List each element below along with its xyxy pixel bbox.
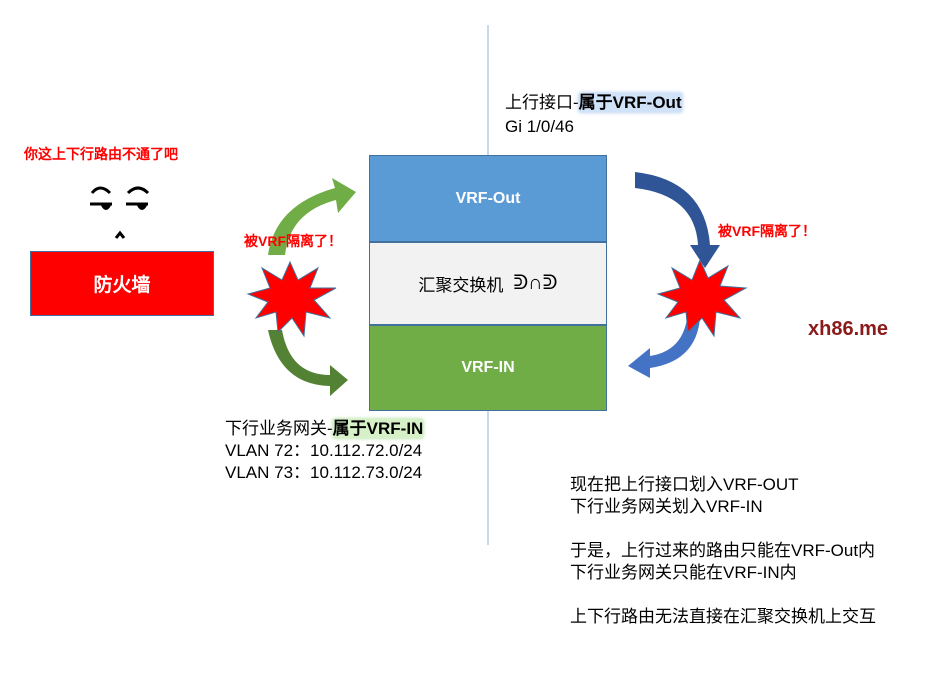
note-line [570,584,876,606]
uplink-label: 上行接口-属于VRF-Out [505,92,682,114]
smug-face-icon [90,186,150,239]
switch-box: 汇聚交换机 ᕲ∩ᕲ [369,242,607,325]
isolated-label-right: 被VRF隔离了！ [718,223,816,239]
downlink-prefix: 下行业务网关- [225,419,333,438]
note-line: 现在把上行接口划入VRF-OUT [570,475,799,494]
note-line: 于是，上行过来的路由只能在VRF-Out内 [570,541,876,560]
note-line: 下行业务网关划入VRF-IN [570,497,763,516]
arrow-up-left [268,178,356,255]
arrow-up-right [628,300,701,378]
explosion-right [656,258,748,338]
arrow-down-left [268,330,348,396]
vlan-73: VLAN 73：10.112.73.0/24 [225,463,423,482]
notes: 现在把上行接口划入VRF-OUT 下行业务网关划入VRF-IN 于是，上行过来的… [570,474,876,628]
watermark: xh86.me [808,318,889,340]
vlan-72: VLAN 72：10.112.72.0/24 [225,441,423,460]
isolated-label-left: 被VRF隔离了！ [244,233,342,249]
note-line: 下行业务网关只能在VRF-IN内 [570,563,797,582]
vrf-in-box: VRF-IN [369,325,607,411]
vrf-out-box: VRF-Out [369,155,607,242]
firewall-box: 防火墙 [30,251,214,316]
uplink-prefix: 上行接口- [505,93,579,112]
arrow-down-right [635,172,720,268]
firewall-comment: 你这上下行路由不通了吧 [24,146,178,162]
crying-face-icon: ᕲ∩ᕲ [513,272,558,294]
uplink-vrf: 属于VRF-Out [578,93,682,112]
switch-name: 汇聚交换机 [418,276,504,295]
note-line [570,518,876,540]
explosion-left [246,260,337,338]
note-line: 上下行路由无法直接在汇聚交换机上交互 [570,607,876,626]
downlink-label: 下行业务网关-属于VRF-IN [225,418,424,440]
downlink-vrf: 属于VRF-IN [332,419,424,438]
uplink-port: Gi 1/0/46 [505,117,574,136]
